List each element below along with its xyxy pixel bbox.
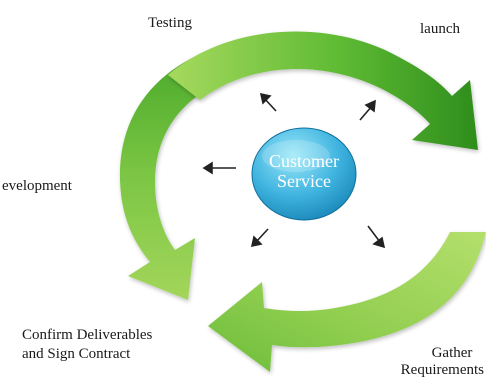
- pointer-down-left: [250, 228, 269, 248]
- stage-label-testing: Testing: [148, 15, 192, 31]
- pointer-arrows: [202, 92, 386, 249]
- pointer-down-right: [367, 225, 386, 249]
- pointer-left: [202, 161, 236, 175]
- pointer-up-right: [359, 99, 376, 121]
- stage-label-launch: launch: [420, 21, 460, 37]
- stage-label-gather-line1: Gather: [432, 345, 473, 361]
- stage-label-development: evelopment: [2, 178, 73, 194]
- stage-label-confirm-line2: and Sign Contract: [22, 346, 131, 362]
- stage-label-confirm-line1: Confirm Deliverables: [22, 327, 153, 343]
- cycle-arrow-bottom: [208, 232, 486, 372]
- cycle-arrow-left: [119, 52, 222, 300]
- center-label-line1: Customer: [269, 151, 339, 171]
- stage-label-gather-line2: Requirements: [401, 362, 484, 378]
- center-label-line2: Service: [277, 171, 331, 191]
- center-ellipse: [251, 127, 357, 221]
- pointer-up-left: [259, 92, 277, 112]
- cycle-arrow-top: [168, 31, 478, 150]
